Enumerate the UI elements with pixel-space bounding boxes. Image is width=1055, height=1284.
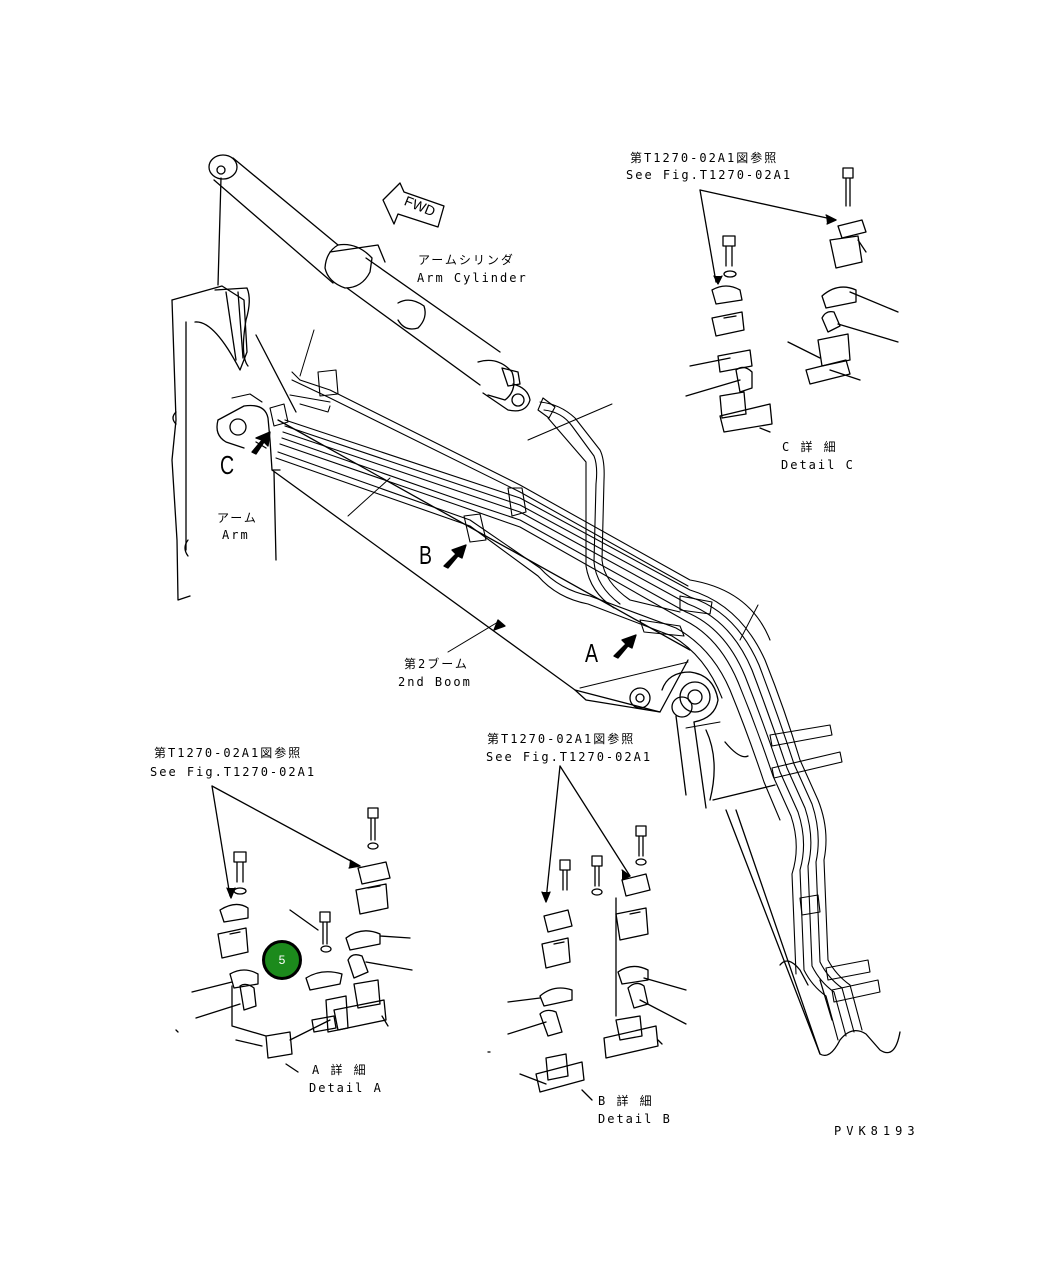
- arm-label-jp: アーム: [217, 511, 258, 525]
- detail-c-reference-en: See Fig.T1270-02A1: [626, 168, 793, 182]
- detail-b-drawing: [487, 765, 687, 1101]
- view-arrows: [251, 431, 637, 659]
- view-letter-c: C: [220, 450, 235, 480]
- detail-c-title-jp: C 詳 細: [782, 440, 838, 454]
- detail-a-title-en: Detail A: [309, 1081, 383, 1095]
- arm-cylinder-label-en: Arm Cylinder: [417, 271, 528, 285]
- second-boom-drawing: [271, 419, 901, 1057]
- detail-c-title-en: Detail C: [781, 458, 855, 472]
- detail-a-reference-jp: 第T1270-02A1図参照: [154, 746, 303, 760]
- second-boom-label-en: 2nd Boom: [398, 675, 472, 689]
- arm-cylinder-label-jp: アームシリンダ: [418, 253, 515, 267]
- detail-a-title-jp: A 詳 細: [312, 1063, 368, 1077]
- leader-lines-main: [299, 329, 759, 729]
- fwd-arrow-outline: [382, 182, 445, 228]
- second-boom-label-jp: 第2ブーム: [404, 657, 469, 671]
- arm-label-en: Arm: [222, 528, 250, 542]
- detail-b-title-jp: B 詳 細: [598, 1094, 654, 1108]
- detail-c-drawing: [685, 167, 899, 433]
- drawing-id: PVK8193: [834, 1124, 920, 1138]
- detail-b-reference-en: See Fig.T1270-02A1: [486, 750, 653, 764]
- part-callout-5[interactable]: 5: [262, 940, 302, 980]
- arm-cylinder-drawing: [208, 154, 531, 412]
- view-letter-a: A: [585, 638, 599, 668]
- detail-a-reference-en: See Fig.T1270-02A1: [150, 765, 317, 779]
- detail-c-reference-jp: 第T1270-02A1図参照: [630, 151, 779, 165]
- view-letter-b: B: [419, 540, 433, 570]
- detail-b-reference-jp: 第T1270-02A1図参照: [487, 732, 636, 746]
- arm-drawing: [171, 285, 297, 601]
- hose-bundle-drawing: [231, 369, 881, 1041]
- detail-b-title-en: Detail B: [598, 1112, 672, 1126]
- detail-a-drawing: [175, 785, 413, 1073]
